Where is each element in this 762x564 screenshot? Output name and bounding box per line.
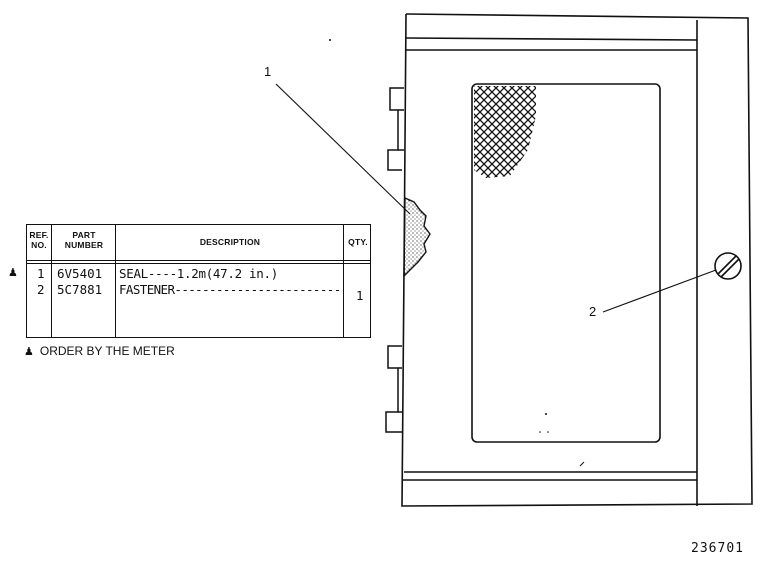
order-note: ♟ ORDER BY THE METER: [24, 344, 175, 358]
order-note-text: ORDER BY THE METER: [39, 344, 175, 358]
door-frame: [401, 13, 753, 507]
table-header-rule: [27, 263, 370, 264]
hinge-bottom: [385, 345, 402, 433]
col-divider: [51, 225, 52, 337]
drawing-number: 236701: [691, 541, 744, 556]
header-part-number: PART NUMBER: [64, 230, 104, 250]
hinge-top: [387, 87, 404, 171]
table-header-border: [27, 225, 370, 261]
drafting-marks: [329, 39, 585, 467]
seal-cutaway: [403, 196, 431, 278]
row-2-part-number: 5C7881: [57, 282, 103, 297]
row-1-part-number: 6V5401: [57, 266, 103, 281]
row-1-ref: 1: [37, 266, 45, 281]
leader-line-fastener: [602, 269, 717, 313]
order-note-symbol: ♟: [24, 345, 34, 358]
header-ref-no: REF. NO.: [29, 230, 49, 250]
window-opening: [471, 83, 661, 443]
leader-line-seal: [275, 83, 411, 215]
row-1-description: SEAL----1.2m(47.2 in.): [119, 266, 278, 281]
row-2-ref: 2: [37, 282, 45, 297]
order-by-meter-marker: ♟: [8, 266, 18, 279]
parts-list-table: REF. NO. PART NUMBER DESCRIPTION QTY. 1 …: [26, 224, 371, 338]
header-description: DESCRIPTION: [199, 237, 261, 247]
callout-fastener: 2: [589, 304, 597, 319]
col-divider: [115, 225, 116, 337]
col-divider: [343, 225, 344, 337]
header-qty: QTY.: [348, 237, 368, 247]
fastener-screw: [714, 252, 742, 280]
row-2-qty: 1: [356, 288, 364, 303]
callout-seal: 1: [264, 64, 272, 79]
row-2-description: FASTENER------------------------: [119, 282, 341, 297]
